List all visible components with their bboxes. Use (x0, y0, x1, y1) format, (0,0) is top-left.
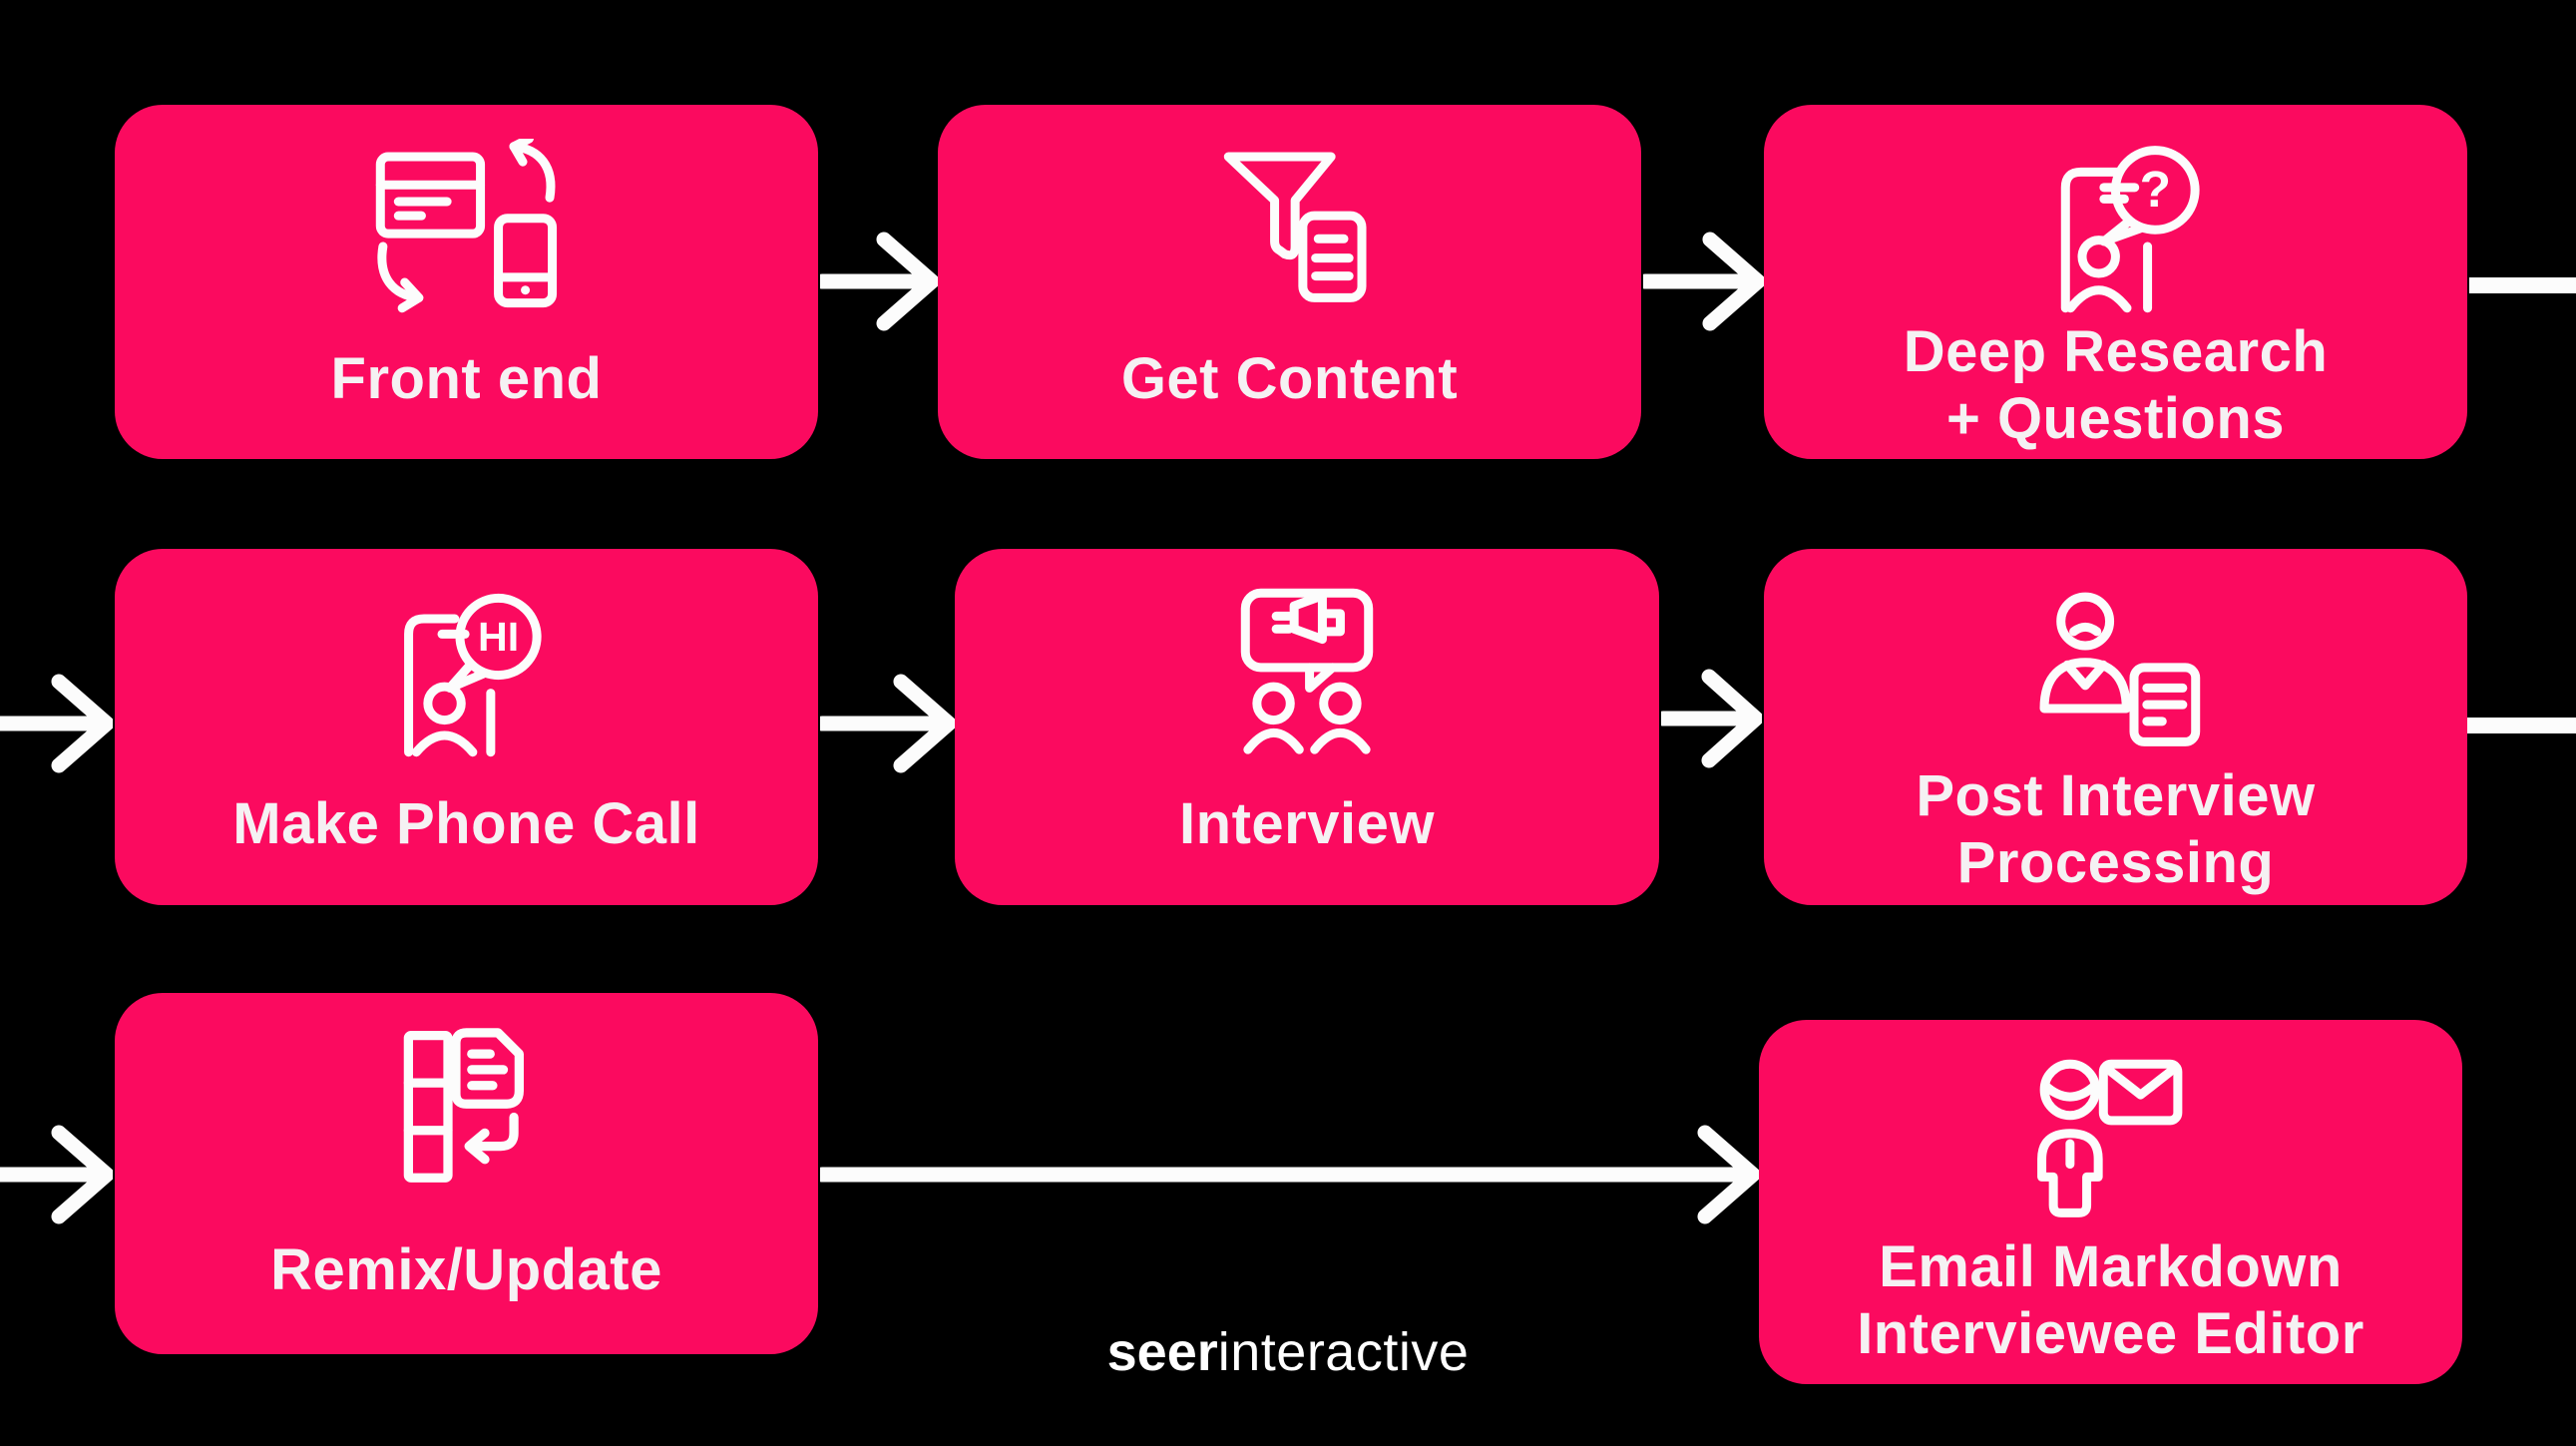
card-post-interview-processing: Post Interview Processing (1764, 549, 2467, 905)
phone-hi-bubble-icon: HI (370, 583, 563, 762)
card-label-get-content: Get Content (1120, 345, 1459, 411)
card-label-make-phone-call: Make Phone Call (232, 790, 700, 856)
card-get-content: Get Content (938, 105, 1641, 459)
arrow-front-end-to-get-content (820, 232, 938, 331)
card-make-phone-call: HI Make Phone Call (115, 549, 818, 905)
card-label-deep-research-questions: Deep Research + Questions (1903, 319, 2329, 452)
table-document-return-icon (374, 1027, 559, 1206)
connector-deep-research-exit-right (2469, 277, 2576, 293)
card-deep-research-questions: ? Deep Research + Questions (1764, 105, 2467, 459)
arrow-make-phone-call-to-interview (820, 674, 955, 773)
card-remix-update: Remix/Update (115, 993, 818, 1354)
seer-interactive-logo: seerinteractive (0, 1325, 2576, 1379)
logo-seer: seer (1106, 1322, 1218, 1382)
phone-question-bubble-icon: ? (2019, 139, 2212, 318)
card-label-interview: Interview (1179, 790, 1435, 856)
card-label-remix-update: Remix/Update (270, 1237, 662, 1303)
hi-glyph: HI (478, 614, 519, 660)
card-label-email-markdown-interviewee-editor: Email Markdown Interviewee Editor (1857, 1234, 2364, 1367)
speech-bubble-people-icon (1217, 583, 1397, 762)
arrow-edge-left-to-make-phone-call (0, 674, 113, 773)
card-interview: Interview (955, 549, 1659, 905)
card-label-post-interview-processing: Post Interview Processing (1916, 763, 2316, 896)
arrow-remix-update-to-email-markdown (820, 1125, 1759, 1224)
card-label-front-end: Front end (330, 345, 603, 411)
arrow-get-content-to-deep-research (1643, 232, 1764, 331)
funnel-document-icon (1200, 139, 1380, 318)
arrow-interview-to-post-interview (1661, 669, 1762, 768)
logo-interactive: interactive (1217, 1322, 1470, 1382)
arrow-edge-left-to-remix-update (0, 1125, 113, 1224)
connector-post-interview-exit-right (2467, 718, 2576, 733)
desktop-mobile-sync-icon (370, 139, 563, 318)
person-document-icon (2026, 583, 2206, 762)
question-mark-glyph: ? (2140, 160, 2171, 218)
card-email-markdown-interviewee-editor: Email Markdown Interviewee Editor (1759, 1020, 2462, 1384)
person-envelope-icon (2021, 1054, 2201, 1233)
card-front-end: Front end (115, 105, 818, 459)
